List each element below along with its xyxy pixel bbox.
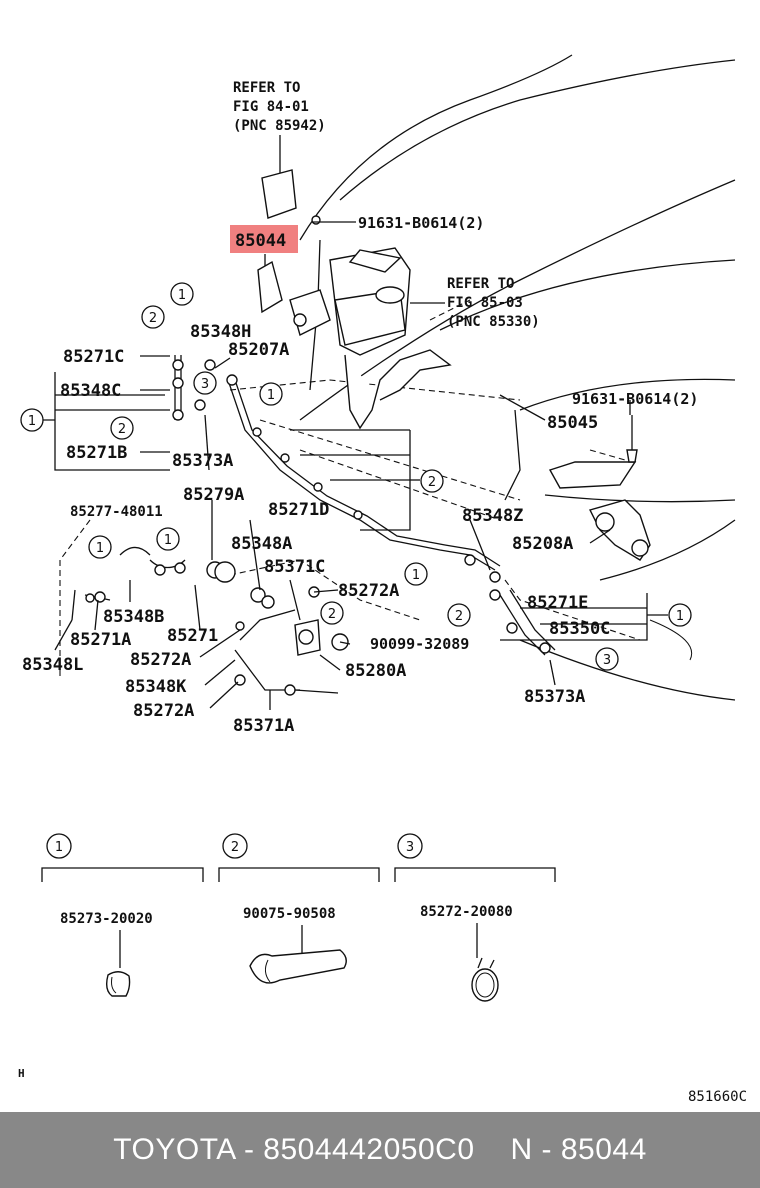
svg-text:2: 2 [149,311,157,326]
svg-text:3: 3 [603,653,611,668]
corner-mark: H [18,1067,25,1080]
footer-part-code: TOYOTA - 8504442050C0 [113,1133,475,1166]
label-85373a-left: 85373A [172,451,233,471]
refer-2-line2: FIG 85-03 [447,295,523,311]
part-85044-bracket [257,260,283,314]
hoses [71,355,556,691]
label-85271e: 85271E [527,593,588,613]
label-85371a: 85371A [233,716,294,736]
legend-part-3: 85272-20080 [420,904,513,920]
label-85280a: 85280A [345,661,406,681]
headlamp-washer-nozzle [548,415,651,561]
legend-part-1: 85273-20020 [60,911,153,927]
label-85207a: 85207A [228,340,289,360]
label-85348h: 85348H [190,322,251,342]
highlight-label: 85044 [235,231,286,251]
label-85272a-bottom: 85272A [133,701,194,721]
svg-text:2: 2 [455,609,463,624]
label-85348l: 85348L [22,655,83,675]
highlight-box [230,225,298,253]
svg-text:2: 2 [231,840,239,855]
label-90099-32089: 90099-32089 [370,635,469,653]
label-85348c: 85348C [60,381,121,401]
legend-key-1 [46,833,72,859]
refer-2-line3: (PNC 85330) [447,314,540,330]
refer-1-line2: FIG 84-01 [233,99,309,115]
svg-text:3: 3 [201,377,209,392]
refer-1-line1: REFER TO [233,80,300,96]
label-85208a: 85208A [512,534,573,554]
svg-text:1: 1 [164,533,172,548]
label-85350c: 85350C [549,619,610,639]
figure-code: 851660C [688,1089,747,1105]
svg-text:3: 3 [406,840,414,855]
label-85373a-right: 85373A [524,687,585,707]
group-brackets [38,372,668,641]
leader-lines [54,221,631,710]
refer-1-line3: (PNC 85942) [233,118,326,134]
refer-note-2: REFER TO FIG 85-03 (PNC 85330) [410,276,540,330]
svg-text:1: 1 [676,609,684,624]
label-85271b: 85271B [66,443,127,463]
label-85271d: 85271D [268,500,329,520]
legend: 1 85273-20020 2 90075-90508 3 85272-2008… [41,833,556,1002]
svg-text:1: 1 [55,840,63,855]
refer-2-line1: REFER TO [447,276,514,292]
svg-text:2: 2 [118,422,126,437]
label-85348b: 85348B [103,607,164,627]
svg-text:1: 1 [267,388,275,403]
legend-part-2: 90075-90508 [243,906,336,922]
footer-pnc: N - 85044 [510,1133,647,1166]
svg-text:1: 1 [412,568,420,583]
parts-diagram: REFER TO FIG 84-01 (PNC 85942) REFER TO … [18,54,747,1105]
label-85272a-mid: 85272A [130,650,191,670]
highlight-85044[interactable]: 85044 [230,225,298,314]
legend-clip-1-icon [105,971,131,997]
label-85271a: 85271A [70,630,131,650]
label-85277-48011: 85277-48011 [70,504,163,520]
svg-text:1: 1 [96,541,104,556]
label-85348z: 85348Z [462,506,523,526]
label-91631-b0614-top: 91631-B0614(2) [358,214,484,232]
svg-text:2: 2 [428,475,436,490]
label-91631-b0614-right: 91631-B0614(2) [572,390,698,408]
callouts: 1 2 3 1 1 2 2 1 1 2 1 2 1 3 [20,282,692,671]
label-85348k: 85348K [125,677,187,697]
vehicle-body-outline [299,54,736,701]
svg-text:2: 2 [328,607,336,622]
label-85045: 85045 [547,413,598,433]
part-labels: 91631-B0614(2) 85348H 85207A 85271C 8534… [22,214,698,736]
svg-text:1: 1 [28,414,36,429]
svg-text:1: 1 [178,288,186,303]
label-85272a-top: 85272A [338,581,399,601]
label-85271c: 85271C [63,347,124,367]
legend-band-clamp-icon [249,949,347,984]
footer-bar: TOYOTA - 8504442050C0 N - 85044 [0,1112,760,1188]
washer-reservoir [261,169,452,430]
label-85348a: 85348A [231,534,292,554]
legend-key-3 [397,833,423,859]
label-85279a: 85279A [183,485,244,505]
refer-note-1: REFER TO FIG 84-01 (PNC 85942) [233,80,326,175]
legend-key-2 [222,833,248,859]
label-85371c: 85371C [264,557,325,577]
label-85271: 85271 [167,626,218,646]
